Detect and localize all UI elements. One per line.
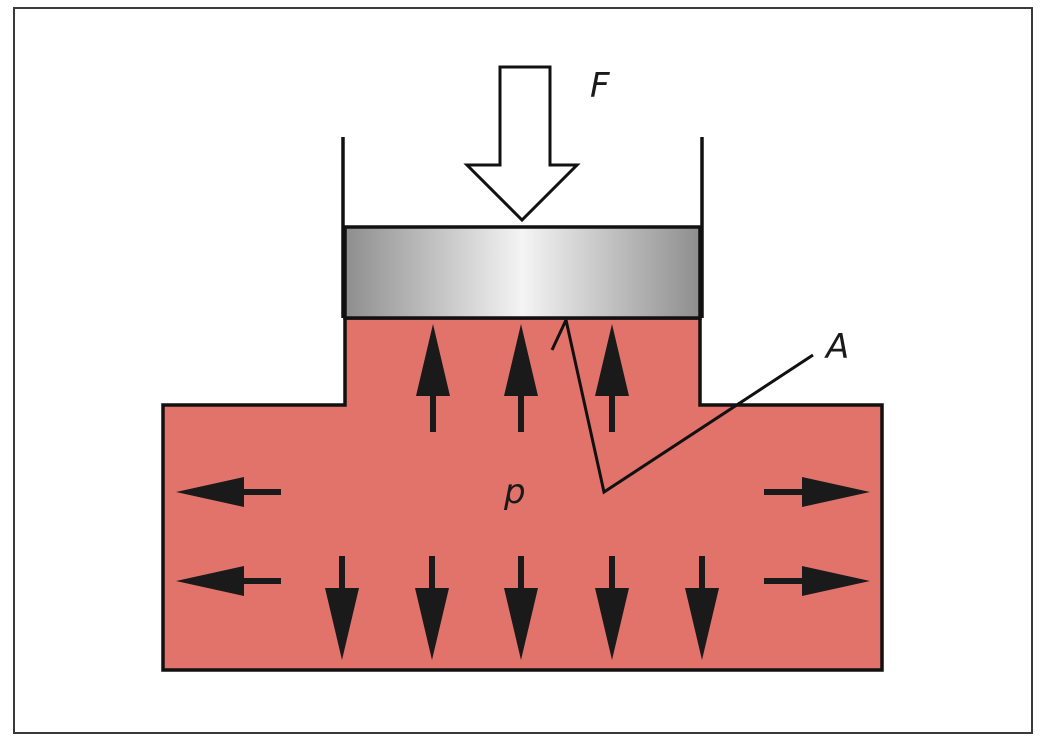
area-leader-tick bbox=[550, 319, 568, 351]
pressure-arrow-right bbox=[764, 477, 870, 507]
pressure-arrow-down bbox=[504, 556, 538, 660]
pressure-arrow-up bbox=[595, 324, 629, 432]
force-arrow bbox=[463, 65, 581, 223]
pressure-arrow-up bbox=[504, 324, 538, 432]
pressure-arrow-right bbox=[764, 566, 870, 596]
force-label: F bbox=[590, 66, 610, 106]
piston bbox=[343, 225, 702, 320]
diagram-frame bbox=[13, 7, 1033, 734]
area-leader-line bbox=[564, 319, 814, 495]
area-label: A bbox=[824, 327, 849, 367]
pressure-arrows bbox=[176, 324, 870, 660]
pressure-arrow-down bbox=[685, 556, 719, 660]
pressure-arrow-left bbox=[176, 477, 281, 507]
pressure-arrow-down bbox=[595, 556, 629, 660]
pressure-label: p bbox=[503, 472, 526, 512]
pressure-arrow-up bbox=[416, 324, 450, 432]
pressure-arrow-down bbox=[415, 556, 449, 660]
pressure-arrow-down bbox=[325, 556, 359, 660]
pressure-arrow-left bbox=[176, 566, 281, 596]
